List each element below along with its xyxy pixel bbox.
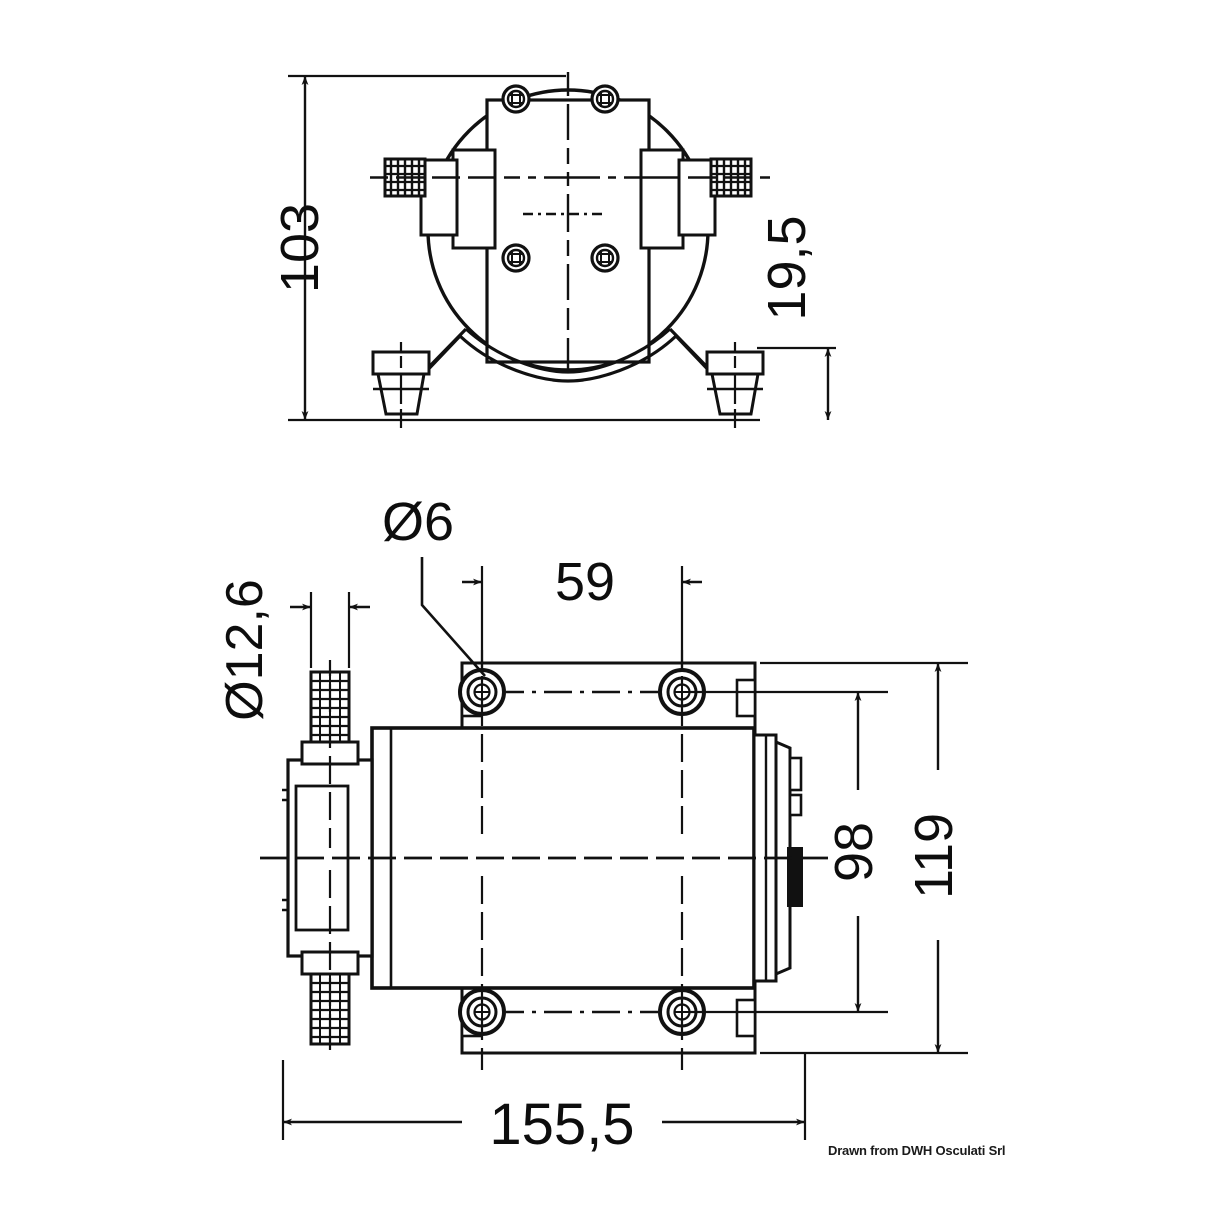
top-view-group: 103 19,5 <box>270 72 836 428</box>
dimension-label-155-5: 155,5 <box>489 1092 634 1157</box>
dimension-label-119: 119 <box>904 813 964 899</box>
bolt-head-top-left <box>501 84 531 114</box>
dimension-diam-6: Ø6 <box>382 492 486 677</box>
right-port-block <box>639 148 717 250</box>
dimension-label-103: 103 <box>270 203 330 293</box>
dimension-98: 98 <box>824 692 888 1012</box>
side-view-group: Ø12,6 Ø6 59 <box>216 492 970 1157</box>
left-port-block <box>419 148 497 250</box>
dimension-label-98: 98 <box>824 822 884 882</box>
bracket-foot-left <box>371 342 431 428</box>
dimension-diam-12-6: Ø12,6 <box>216 579 370 721</box>
drawing-credit-text: Drawn from DWH Osculati Srl <box>828 1143 1006 1158</box>
dimension-155-5: 155,5 <box>281 1052 807 1157</box>
dimension-195: 19,5 <box>757 215 832 420</box>
dimension-label-diam-6: Ø6 <box>382 492 454 552</box>
bracket-foot-right <box>705 342 765 428</box>
dimension-119: 119 <box>904 663 970 1053</box>
bolt-head-top-right <box>590 84 620 114</box>
dimension-label-diam-12-6: Ø12,6 <box>216 579 274 721</box>
dimension-103: 103 <box>270 76 330 420</box>
dimension-label-59: 59 <box>555 552 615 612</box>
dimension-59: 59 <box>462 552 702 670</box>
bolt-head-bottom-left <box>501 243 531 273</box>
dimension-label-195: 19,5 <box>757 215 817 320</box>
bolt-head-bottom-right <box>590 243 620 273</box>
